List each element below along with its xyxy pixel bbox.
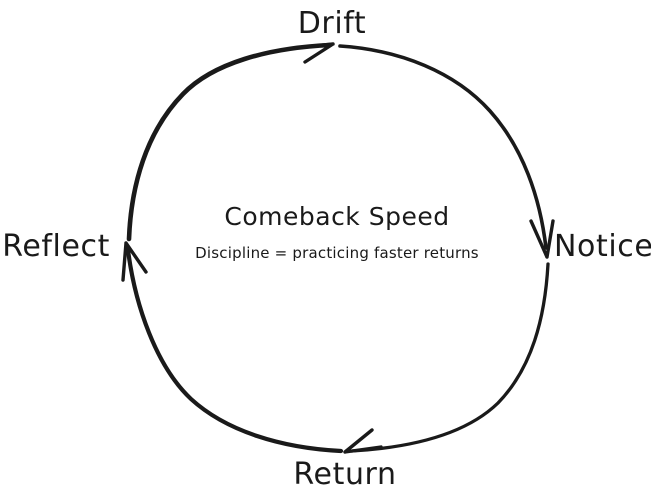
arrowhead-reflect-icon [121,241,148,282]
center-subtitle: Discipline = practicing faster returns [195,244,479,262]
arrowhead-drift-icon [294,42,335,64]
arrowhead-notice-icon [529,219,555,259]
node-label-reflect[interactable]: Reflect [2,229,110,264]
edge-arc-notice-return [350,262,550,453]
node-label-drift[interactable]: Drift [298,6,367,41]
arrowhead-return-icon [343,428,383,454]
edge-arc-drift-notice [338,44,548,250]
node-label-notice[interactable]: Notice [554,229,651,264]
edge-reflect-to-drift [126,42,335,242]
node-label-return[interactable]: Return [293,457,396,492]
center-title: Comeback Speed [224,202,449,231]
edge-arc-return-reflect [125,247,344,454]
edge-return-to-reflect [121,241,344,454]
edge-drift-to-notice [338,44,555,259]
edge-notice-to-return [343,262,550,454]
edge-arc-reflect-drift [126,42,333,242]
